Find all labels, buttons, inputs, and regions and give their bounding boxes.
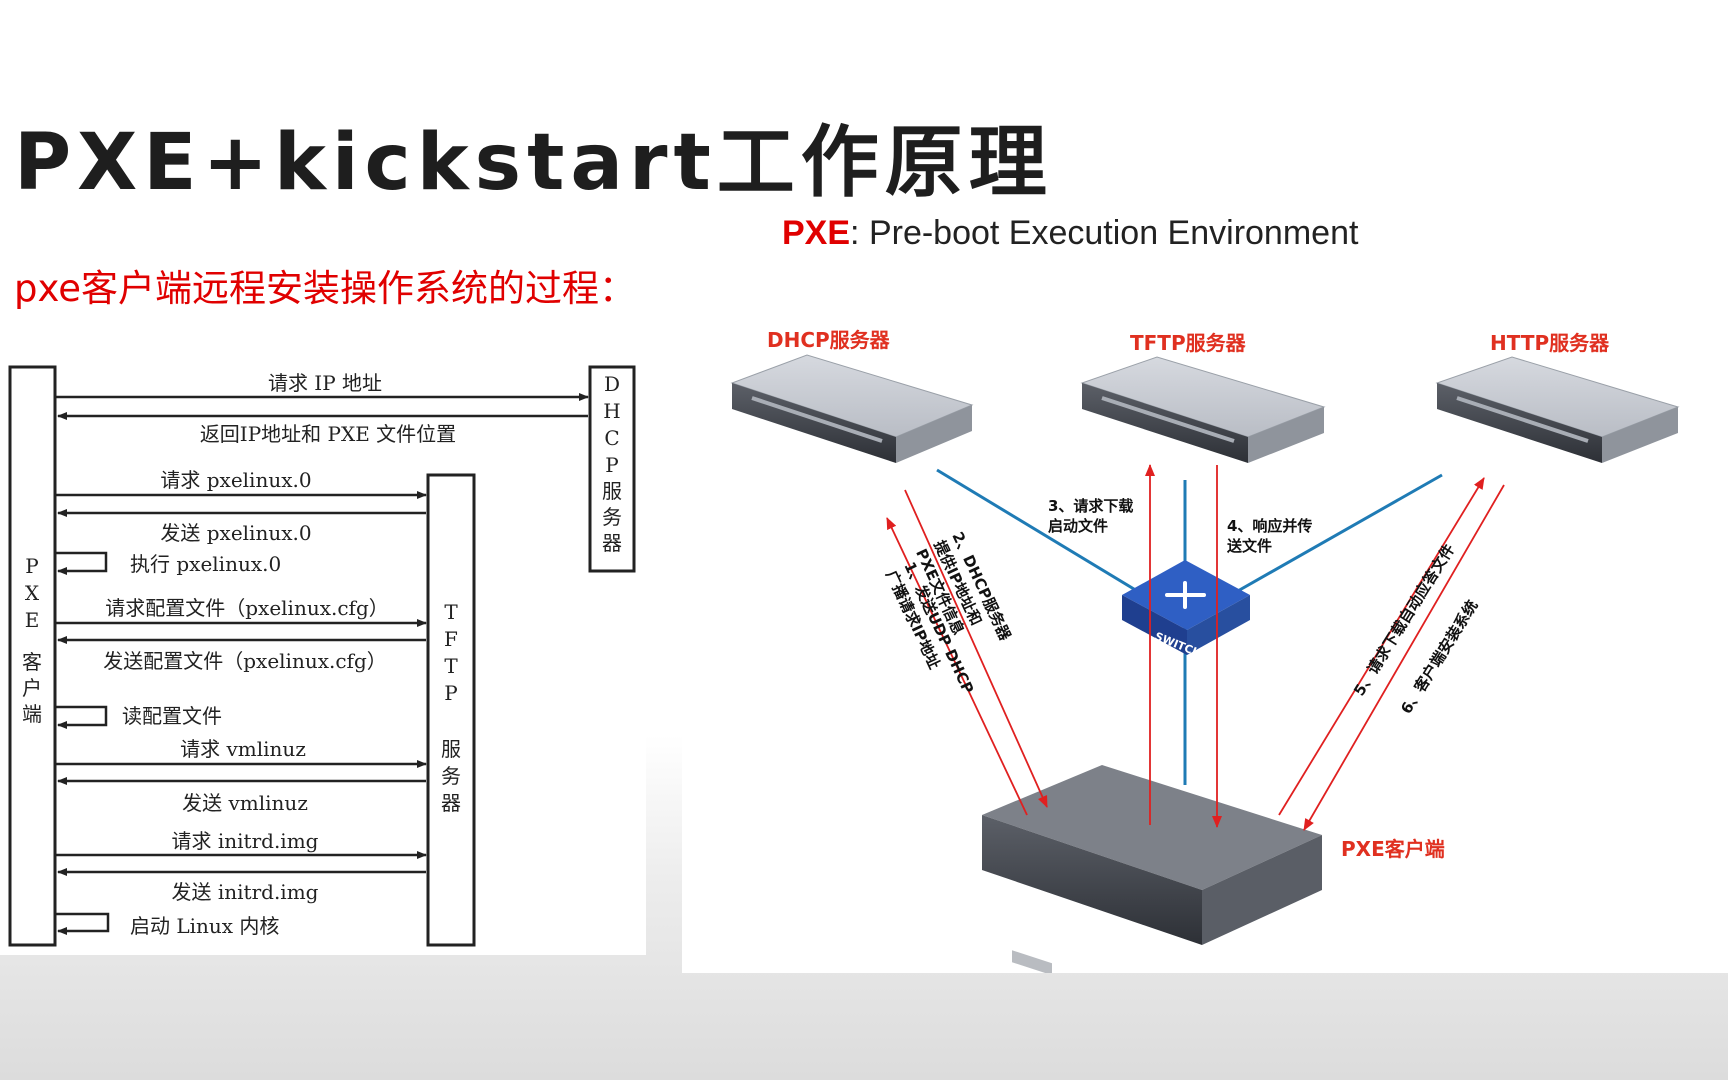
client-label-3: E bbox=[25, 608, 40, 632]
client-label-1: P bbox=[25, 554, 38, 578]
msg-request-ip: 请求 IP 地址 bbox=[268, 371, 382, 395]
msg-request-cfg: 请求配置文件（pxelinux.cfg） bbox=[105, 596, 389, 620]
tftp-server-icon bbox=[1080, 356, 1326, 463]
client-lifeline bbox=[8, 365, 57, 947]
msg-send-pxelinux: 发送 pxelinux.0 bbox=[160, 521, 311, 545]
msg-read-cfg: 读配置文件 bbox=[122, 704, 222, 728]
dhcp-server-label: DHCP服务器 bbox=[767, 328, 891, 352]
tftp-label-1: T bbox=[444, 600, 458, 624]
msg-send-initrd: 发送 initrd.img bbox=[172, 880, 319, 904]
dhcp-label-5: 服 bbox=[602, 479, 622, 503]
msg-return-ip: 返回IP地址和 PXE 文件位置 bbox=[200, 422, 456, 446]
msg-boot-kernel: 启动 Linux 内核 bbox=[130, 914, 279, 938]
step3-line1: 3、请求下载 bbox=[1048, 497, 1133, 515]
arrow-step5 bbox=[1278, 477, 1485, 816]
pxe-acronym: PXE bbox=[782, 214, 851, 252]
msg-request-vmlinuz: 请求 vmlinuz bbox=[180, 737, 306, 761]
tftp-label-3: T bbox=[444, 654, 458, 678]
client-label-6: 端 bbox=[22, 702, 42, 726]
pxe-client-icon bbox=[982, 765, 1322, 976]
arrow-exec-pxelinux bbox=[56, 551, 108, 575]
dhcp-label-7: 器 bbox=[602, 531, 622, 555]
switch-icon: SWITCH bbox=[1122, 560, 1250, 660]
client-label-2: X bbox=[25, 581, 40, 605]
step4-line2: 送文件 bbox=[1226, 537, 1272, 555]
network-diagram: SWITCH DHCP服务器 TFTP服务器 HTTP服务器 PXE客户端 1、… bbox=[682, 295, 1728, 976]
msg-request-pxelinux: 请求 pxelinux.0 bbox=[160, 468, 311, 492]
step5-label: 5、请求下载自动应答文件 bbox=[1350, 541, 1458, 699]
pxe-client-label: PXE客户端 bbox=[1341, 837, 1445, 861]
tftp-label-4: P bbox=[444, 681, 457, 705]
sequence-diagram: P X E 客 户 端 D H C P 服 务 器 T F T P 服 务 器 bbox=[0, 335, 646, 955]
msg-send-vmlinuz: 发送 vmlinuz bbox=[182, 791, 308, 815]
dhcp-label-2: H bbox=[603, 399, 620, 423]
msg-send-cfg: 发送配置文件（pxelinux.cfg） bbox=[103, 649, 387, 673]
pxe-definition: PXE: Pre-boot Execution Environment bbox=[782, 214, 1358, 253]
page-title: PXE+kickstart工作原理 bbox=[14, 118, 1053, 208]
tftp-lifeline bbox=[426, 473, 476, 947]
tftp-label-5: 服 bbox=[441, 737, 461, 761]
client-label-5: 户 bbox=[22, 676, 42, 700]
dhcp-label-6: 务 bbox=[602, 505, 622, 529]
http-server-icon bbox=[1435, 356, 1680, 463]
client-label-4: 客 bbox=[22, 650, 42, 674]
msg-request-initrd: 请求 initrd.img bbox=[172, 829, 319, 853]
step3-line2: 启动文件 bbox=[1048, 517, 1108, 535]
tftp-label-7: 器 bbox=[441, 791, 461, 815]
tftp-label-6: 务 bbox=[441, 764, 461, 788]
arrow-step6 bbox=[1303, 484, 1505, 831]
arrow-boot-kernel bbox=[56, 912, 110, 935]
section-subtitle: pxe客户端远程安装操作系统的过程： bbox=[14, 267, 637, 310]
dhcp-label-4: P bbox=[605, 453, 618, 477]
arrow-read-cfg bbox=[56, 705, 108, 729]
tftp-server-label: TFTP服务器 bbox=[1130, 331, 1247, 355]
pxe-expansion: : Pre-boot Execution Environment bbox=[850, 214, 1359, 252]
http-server-label: HTTP服务器 bbox=[1490, 331, 1610, 355]
step4-line1: 4、响应并传 bbox=[1227, 517, 1312, 535]
msg-exec-pxelinux: 执行 pxelinux.0 bbox=[130, 552, 281, 576]
dhcp-server-icon bbox=[730, 354, 974, 463]
dhcp-lifeline bbox=[588, 365, 636, 573]
arrow-step1 bbox=[886, 517, 1028, 816]
arrow-step2 bbox=[904, 489, 1048, 808]
dhcp-label-1: D bbox=[604, 372, 620, 396]
server-labels: DHCP服务器 TFTP服务器 HTTP服务器 PXE客户端 bbox=[767, 328, 1610, 861]
tftp-label-2: F bbox=[444, 627, 458, 651]
dhcp-label-3: C bbox=[604, 426, 619, 450]
